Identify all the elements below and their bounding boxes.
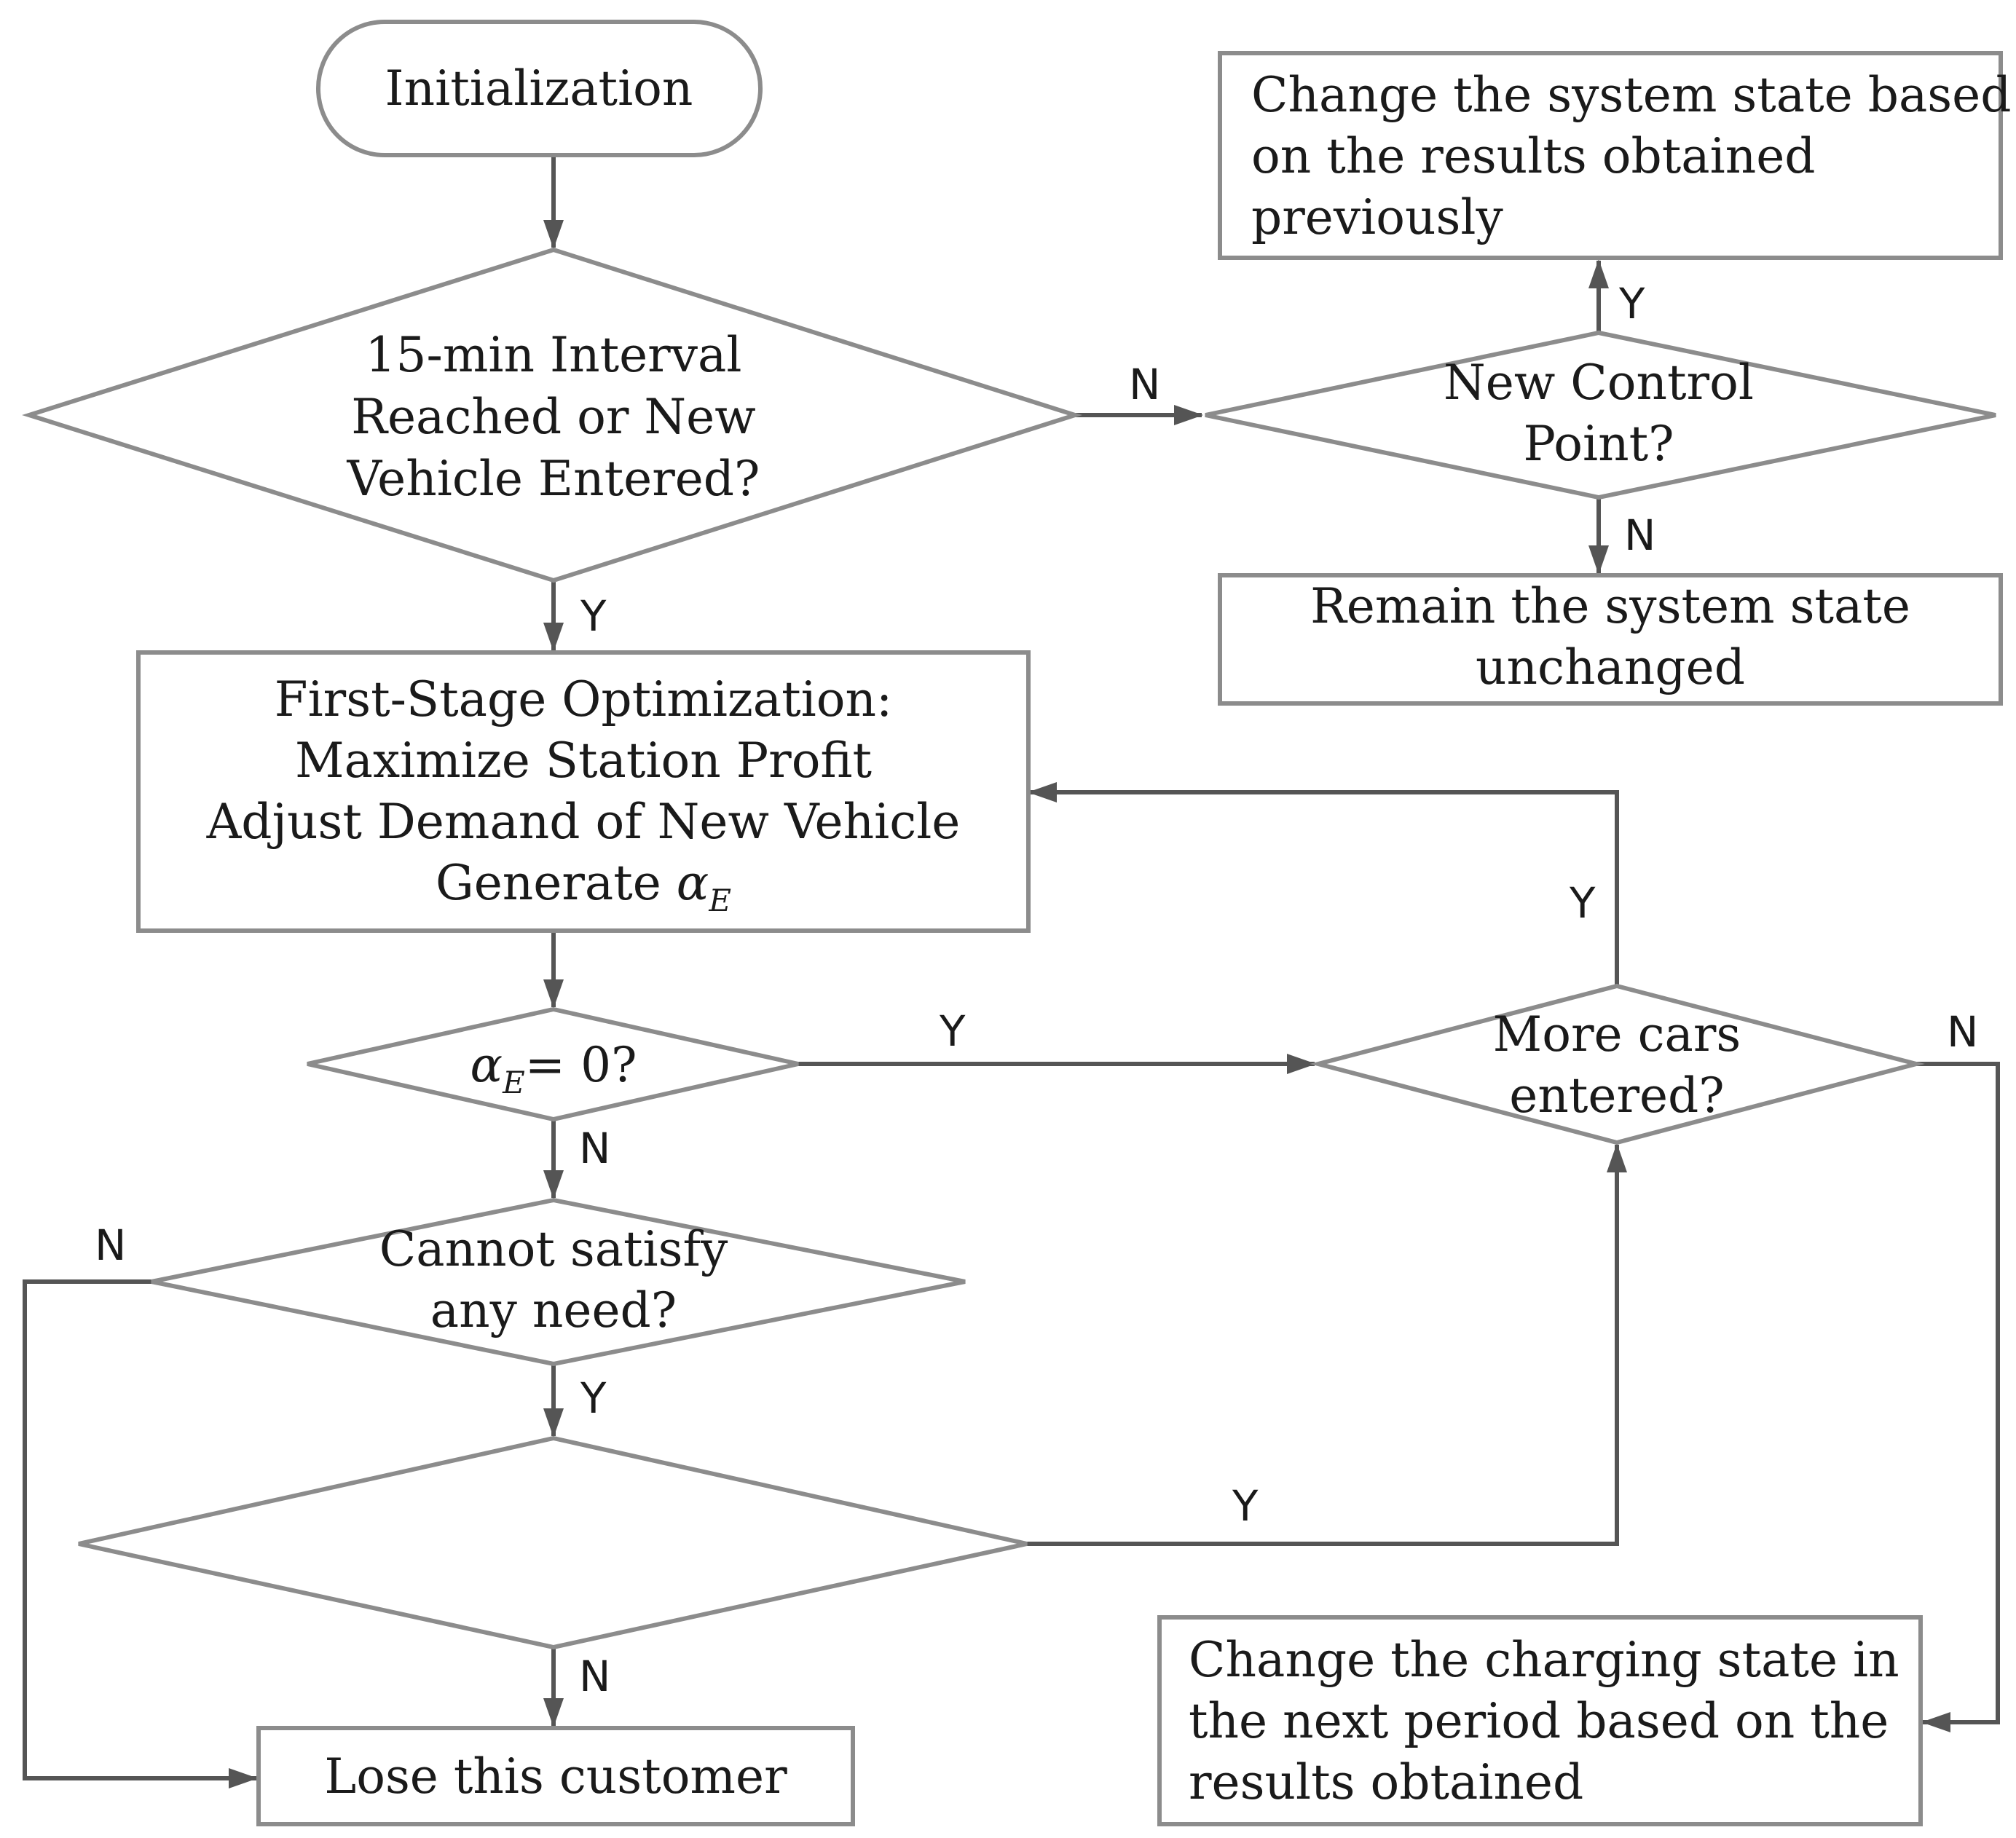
interval-decision-shape — [22, 247, 1082, 583]
change-system-line-2: on the results obtained — [1251, 128, 1816, 184]
change-charging-line-3: results obtained — [1189, 1754, 1583, 1810]
change-charging-line-1: Change the charging state in — [1189, 1632, 1899, 1688]
remain-system-line-2: unchanged — [1476, 639, 1745, 695]
label-control-point-no: N — [1624, 510, 1655, 560]
first-stage-line-1: First-Stage Optimization: — [275, 671, 892, 727]
interval-decision-text: 15-min Interval Reached or New Vehicle E… — [347, 327, 760, 507]
control-point-line-2: Point? — [1524, 416, 1674, 472]
generate-prefix: Generate — [436, 855, 677, 911]
alpha-subscript: E — [708, 883, 731, 918]
alpha-decision-text: αE= 0? — [470, 1037, 637, 1100]
label-cannot-satisfy-yes: Y — [580, 1373, 607, 1423]
control-point-decision-text: New Control Point? — [1444, 355, 1754, 472]
alpha-eq-subscript: E — [502, 1065, 525, 1100]
change-system-line-3: previously — [1251, 189, 1503, 245]
control-point-line-1: New Control — [1444, 355, 1754, 411]
label-interval-no: N — [1129, 360, 1160, 409]
cannot-satisfy-line-2: any need? — [430, 1282, 677, 1338]
alpha-eq-suffix: = 0? — [525, 1037, 637, 1093]
first-stage-box-shape — [136, 650, 1031, 933]
interval-line-3: Vehicle Entered? — [347, 451, 760, 507]
label-more-cars-no: N — [1947, 1007, 1978, 1057]
change-charging-line-2: the next period based on the — [1189, 1693, 1889, 1749]
edge-empty-yes — [1027, 1143, 1627, 1546]
connectors — [23, 155, 2000, 1788]
more-cars-decision-text: More cars entered? — [1493, 1006, 1741, 1124]
cannot-satisfy-decision-shape — [151, 1197, 966, 1367]
change-system-box-shape — [1218, 51, 2003, 260]
lose-customer-label: Lose this customer — [324, 1748, 787, 1805]
cannot-satisfy-decision-text: Cannot satisfy any need? — [379, 1221, 728, 1338]
label-cannot-satisfy-no: N — [95, 1220, 126, 1270]
first-stage-line-3: Adjust Demand of New Vehicle — [206, 794, 961, 850]
edge-labels: N Y Y N Y N N Y Y N Y N — [95, 279, 1978, 1701]
init-label: Initialization — [385, 60, 693, 117]
label-alpha-no: N — [579, 1124, 610, 1173]
interval-line-1: 15-min Interval — [366, 327, 742, 383]
remain-system-box-shape — [1218, 573, 2003, 706]
control-point-decision-shape — [1205, 330, 1996, 500]
label-empty-no: N — [579, 1652, 610, 1701]
empty-decision-shape — [78, 1435, 1028, 1650]
lose-customer-box-shape — [256, 1726, 855, 1826]
change-charging-box-text: Change the charging state in the next pe… — [1189, 1632, 1899, 1810]
edge-cannot-satisfy-no — [23, 1279, 258, 1788]
alpha-eq-symbol: α — [470, 1037, 503, 1093]
remain-system-line-1: Remain the system state — [1310, 578, 1910, 634]
label-empty-yes: Y — [1232, 1481, 1259, 1531]
more-cars-line-2: entered? — [1509, 1068, 1724, 1124]
alpha-symbol: α — [677, 855, 709, 911]
first-stage-line-4: Generate αE — [436, 855, 731, 918]
change-system-box-text: Change the system state based on the res… — [1251, 67, 2011, 245]
interval-line-2: Reached or New — [351, 389, 755, 445]
more-cars-decision-shape — [1310, 983, 1925, 1145]
label-interval-yes: Y — [580, 591, 607, 641]
cannot-satisfy-line-1: Cannot satisfy — [379, 1221, 728, 1277]
change-charging-box-shape — [1157, 1615, 1923, 1826]
change-system-line-1: Change the system state based — [1251, 67, 2011, 123]
start-terminal-shape — [316, 20, 763, 157]
more-cars-line-1: More cars — [1493, 1006, 1741, 1062]
remain-system-box-text: Remain the system state unchanged — [1310, 578, 1910, 695]
first-stage-line-2: Maximize Station Profit — [295, 733, 872, 789]
edge-more-cars-no — [1916, 1062, 2000, 1732]
alpha-decision-shape — [307, 1006, 799, 1122]
label-more-cars-yes: Y — [1569, 878, 1596, 928]
first-stage-box-text: First-Stage Optimization: Maximize Stati… — [206, 671, 961, 918]
label-control-point-yes: Y — [1618, 279, 1645, 328]
label-alpha-yes: Y — [939, 1006, 966, 1056]
edge-more-cars-yes — [1028, 782, 1619, 986]
